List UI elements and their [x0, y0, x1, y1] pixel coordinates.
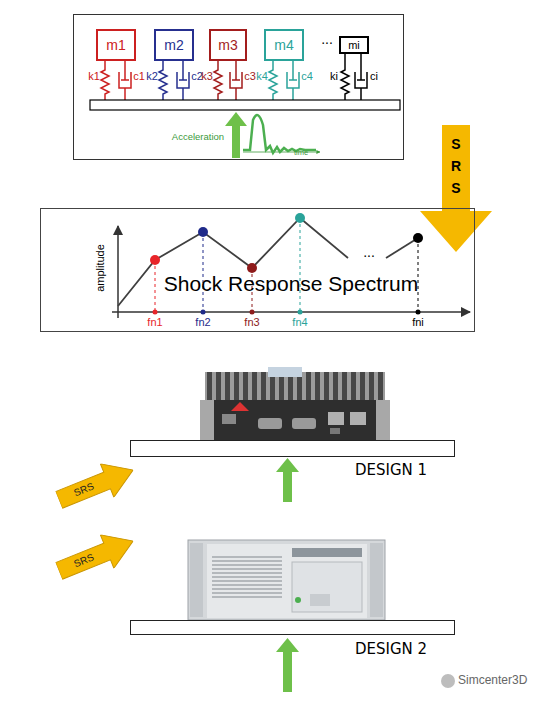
node-text: SRS — [60, 475, 108, 505]
ellipsis: ... — [352, 244, 386, 260]
arrow-shape — [52, 453, 140, 516]
mass-box: m4 — [264, 29, 304, 61]
spring-symbol — [159, 60, 167, 100]
arrow-outline — [52, 524, 140, 587]
watermark: Simcenter3D — [458, 673, 550, 687]
mass-box: m1 — [96, 29, 136, 61]
frequency-label: fn1 — [138, 316, 172, 328]
mass-label: m3 — [211, 31, 245, 59]
mass-label: mi — [341, 38, 367, 52]
embedded-pc — [200, 367, 390, 440]
node-text: Acceleration — [164, 131, 232, 142]
spring-symbol — [101, 60, 109, 100]
stiffness-label: k4 — [254, 70, 270, 82]
damper-symbol — [287, 60, 299, 100]
frequency-label: fni — [401, 316, 435, 328]
spring-symbol — [214, 60, 222, 100]
damper-symbol — [177, 60, 189, 100]
stiffness-label: k1 — [86, 70, 102, 82]
arrow-shape — [52, 524, 140, 587]
mounting-plate: DESIGN 2 — [130, 620, 455, 635]
node-text: DESIGN 1 — [336, 461, 446, 479]
srs-input-arrow: SRS — [52, 524, 140, 587]
frequency-label: fn2 — [186, 316, 220, 328]
node-text: SRS — [60, 546, 108, 576]
srs-down-arrow: S R S — [420, 125, 492, 253]
srs-input-arrow: SRS — [52, 453, 140, 516]
stiffness-label: k2 — [144, 70, 160, 82]
stiffness-label: ki — [327, 70, 341, 82]
mass-label: m2 — [156, 31, 192, 59]
arrow-outline — [52, 453, 140, 516]
damper-symbol — [119, 60, 131, 100]
spring-symbol — [341, 60, 349, 100]
support-arrow — [276, 638, 299, 692]
spring-stub — [345, 53, 361, 60]
arrow-shape — [420, 125, 492, 252]
damping-label: c1 — [131, 70, 147, 82]
shock-pulse — [243, 115, 316, 153]
rack-pc — [188, 540, 385, 620]
watermark-icon — [441, 674, 455, 688]
oscillator-frame: ... Acceleration time m1 m2 m3 m4 mi — [73, 14, 404, 160]
damping-label: c4 — [299, 70, 315, 82]
spectrum-points — [150, 213, 423, 315]
mass-box: m2 — [154, 29, 194, 61]
damper-symbol — [230, 60, 242, 100]
spectrum-curve — [386, 238, 418, 258]
node-text: DESIGN 2 — [336, 640, 446, 658]
mounting-plate: DESIGN 1 — [130, 440, 455, 457]
stiffness-label: k3 — [199, 70, 215, 82]
damping-label: c3 — [242, 70, 258, 82]
damping-label: ci — [367, 70, 381, 82]
node-text: Shock Response Spectrum — [141, 272, 441, 296]
mass-box: mi — [339, 36, 369, 54]
node-text: S R S — [450, 133, 462, 199]
axis-label: amplitude — [94, 234, 106, 302]
support-arrow — [276, 458, 299, 502]
frequency-label: fn3 — [235, 316, 269, 328]
damper-symbol — [355, 60, 367, 100]
spring-symbol — [269, 60, 277, 100]
node-text: time — [288, 148, 314, 157]
mass-label: m1 — [98, 31, 134, 59]
frequency-label: fn4 — [283, 316, 317, 328]
mass-label: m4 — [266, 31, 302, 59]
node-text: ... — [312, 31, 342, 47]
base-bar — [90, 100, 400, 110]
mass-box: m3 — [209, 29, 247, 61]
